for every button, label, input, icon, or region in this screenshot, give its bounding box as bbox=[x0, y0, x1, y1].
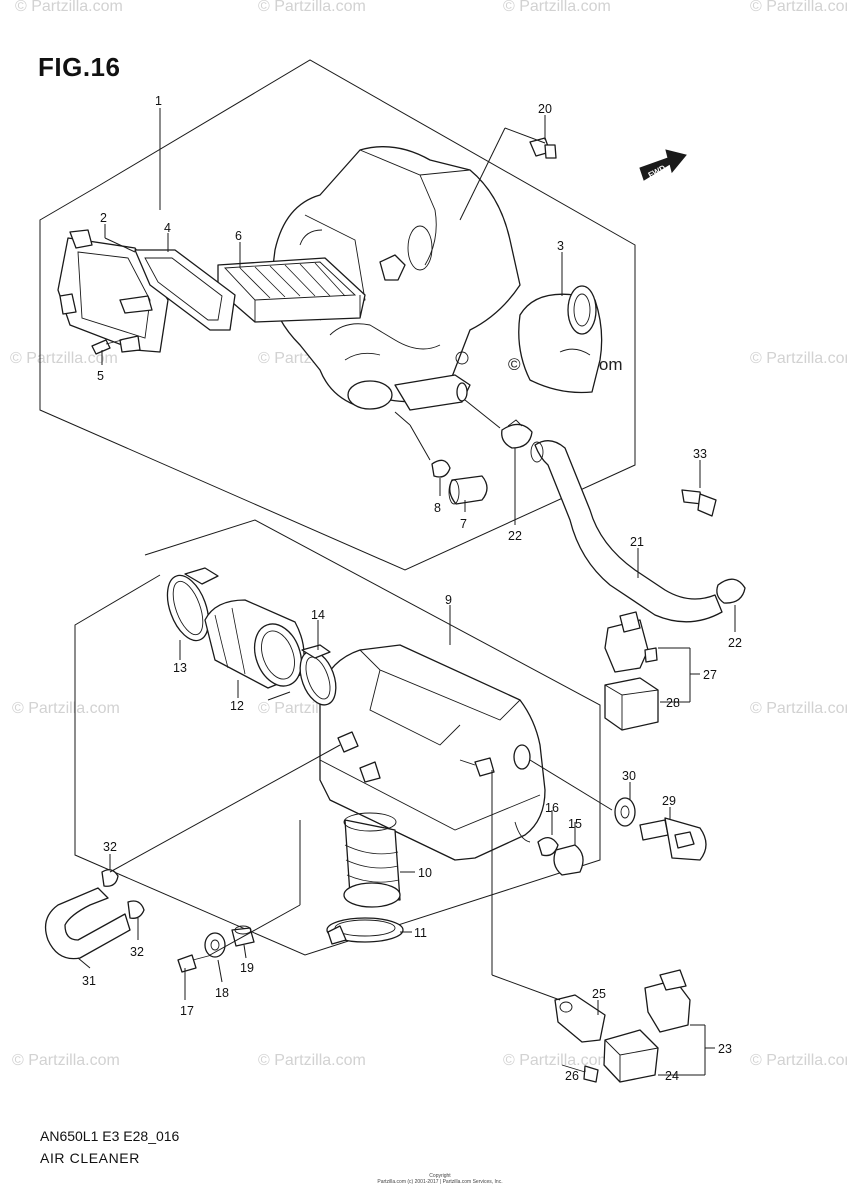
callout-29: 29 bbox=[662, 794, 676, 808]
callout-25: 25 bbox=[592, 987, 606, 1001]
watermark: © Partzilla.com bbox=[12, 1052, 120, 1069]
copyright-line-2: Partzilla.com (c) 2001-2017 | Partzilla.… bbox=[377, 1179, 503, 1185]
callout-19: 19 bbox=[240, 961, 254, 975]
watermark: © Partzilla.com bbox=[750, 350, 847, 367]
callout-27: 27 bbox=[703, 668, 717, 682]
copyright-line-1: Copyright bbox=[429, 1173, 451, 1179]
drain-hose-clamp-lower bbox=[127, 900, 145, 919]
mounting-bolt-lower bbox=[177, 954, 213, 973]
outlet-clamp-14 bbox=[299, 644, 337, 706]
callout-7: 7 bbox=[460, 517, 467, 531]
hose-clamp-upper bbox=[501, 419, 533, 449]
watermark: © Partzilla.com bbox=[12, 700, 120, 717]
model-code: AN650L1 E3 E28_016 bbox=[40, 1128, 180, 1144]
callout-2: 2 bbox=[100, 211, 107, 225]
callout-14: 14 bbox=[311, 608, 325, 622]
outlet-tube bbox=[204, 599, 305, 689]
callout-numbers: 1 2 3 4 5 6 7 8 9 10 11 12 13 14 15 16 1… bbox=[82, 94, 742, 1083]
callout-23: 23 bbox=[718, 1042, 732, 1056]
cover-gasket bbox=[134, 249, 236, 331]
watermark: © Partzilla.com bbox=[10, 350, 118, 367]
upper-group-outline bbox=[39, 59, 636, 571]
callout-5: 5 bbox=[97, 369, 104, 383]
watermark: © Partzilla.com bbox=[503, 0, 611, 15]
inlet-duct bbox=[343, 812, 401, 908]
callout-28: 28 bbox=[666, 696, 680, 710]
watermark: © Partzilla.com bbox=[750, 0, 847, 15]
mounting-bolt-upper bbox=[529, 137, 557, 159]
filter-element bbox=[217, 257, 366, 323]
watermark: © Partzilla.com bbox=[503, 1052, 611, 1069]
mounting-cushion bbox=[204, 932, 226, 958]
callout-1: 1 bbox=[155, 94, 162, 108]
figure-caption: AIR CLEANER bbox=[40, 1150, 140, 1166]
watermark: © Partzilla.com bbox=[750, 1052, 847, 1069]
callout-30: 30 bbox=[622, 769, 636, 783]
callout-11: 11 bbox=[414, 926, 427, 940]
watermark: © Partzilla.com bbox=[15, 0, 123, 15]
drain-plug bbox=[448, 475, 488, 505]
callout-13: 13 bbox=[173, 661, 187, 675]
callout-12: 12 bbox=[230, 699, 244, 713]
forward-arrow: FWD bbox=[639, 149, 687, 181]
sensor-washer bbox=[614, 797, 636, 827]
callout-3: 3 bbox=[557, 239, 564, 253]
callout-18: 18 bbox=[215, 986, 229, 1000]
callout-32: 32 bbox=[103, 840, 117, 854]
callout-10: 10 bbox=[418, 866, 432, 880]
drain-hose bbox=[44, 887, 131, 960]
air-cleaner-box bbox=[319, 644, 546, 861]
air-cleaner-case bbox=[269, 146, 521, 411]
air-cleaner-cover bbox=[57, 229, 169, 353]
callout-32b: 32 bbox=[130, 945, 144, 959]
drain-hose-clamp-upper bbox=[101, 869, 119, 887]
bracket-screw bbox=[561, 1064, 599, 1083]
callout-20: 20 bbox=[538, 102, 552, 116]
callout-15: 15 bbox=[568, 817, 582, 831]
intake-duct bbox=[518, 285, 603, 394]
callout-8: 8 bbox=[434, 501, 441, 515]
inlet-clamp bbox=[326, 917, 404, 945]
breather-hose bbox=[530, 440, 723, 623]
hose-clamp-right bbox=[716, 578, 746, 604]
outlet-clamp-13 bbox=[166, 567, 219, 642]
mounting-bolt-33 bbox=[681, 489, 717, 517]
callout-16: 16 bbox=[545, 801, 559, 815]
callout-9: 9 bbox=[445, 593, 452, 607]
iap-sensor bbox=[604, 611, 658, 673]
callout-17: 17 bbox=[180, 1004, 194, 1018]
figure-title: FIG.16 bbox=[38, 52, 121, 82]
callout-26: 26 bbox=[565, 1069, 579, 1083]
intake-temp-sensor bbox=[639, 817, 707, 861]
callout-6: 6 bbox=[235, 229, 242, 243]
drain-clamp-16 bbox=[537, 837, 559, 857]
watermark: © Partzilla.com bbox=[750, 700, 847, 717]
callout-21: 21 bbox=[630, 535, 644, 549]
sensor-cover bbox=[604, 677, 659, 731]
callout-4: 4 bbox=[164, 221, 171, 235]
cover-screw bbox=[91, 339, 123, 355]
callout-33: 33 bbox=[693, 447, 707, 461]
sensor-bracket bbox=[554, 994, 606, 1043]
drain-plug-15 bbox=[553, 844, 584, 876]
sensor-cover-24 bbox=[603, 1029, 659, 1083]
watermark: © Partzilla.com bbox=[258, 1052, 366, 1069]
copyright-notice: Copyright Partzilla.com (c) 2001-2017 | … bbox=[370, 1173, 510, 1185]
callout-24: 24 bbox=[665, 1069, 679, 1083]
drain-clamp bbox=[431, 459, 451, 478]
sensor-23 bbox=[644, 969, 691, 1033]
mounting-collar bbox=[231, 925, 255, 947]
callout-22b: 22 bbox=[728, 636, 742, 650]
callout-22: 22 bbox=[508, 529, 522, 543]
lower-group-outline bbox=[74, 519, 601, 956]
watermark: © Partzilla.com bbox=[258, 0, 366, 15]
callout-31: 31 bbox=[82, 974, 96, 988]
leader-lines bbox=[77, 108, 736, 1076]
